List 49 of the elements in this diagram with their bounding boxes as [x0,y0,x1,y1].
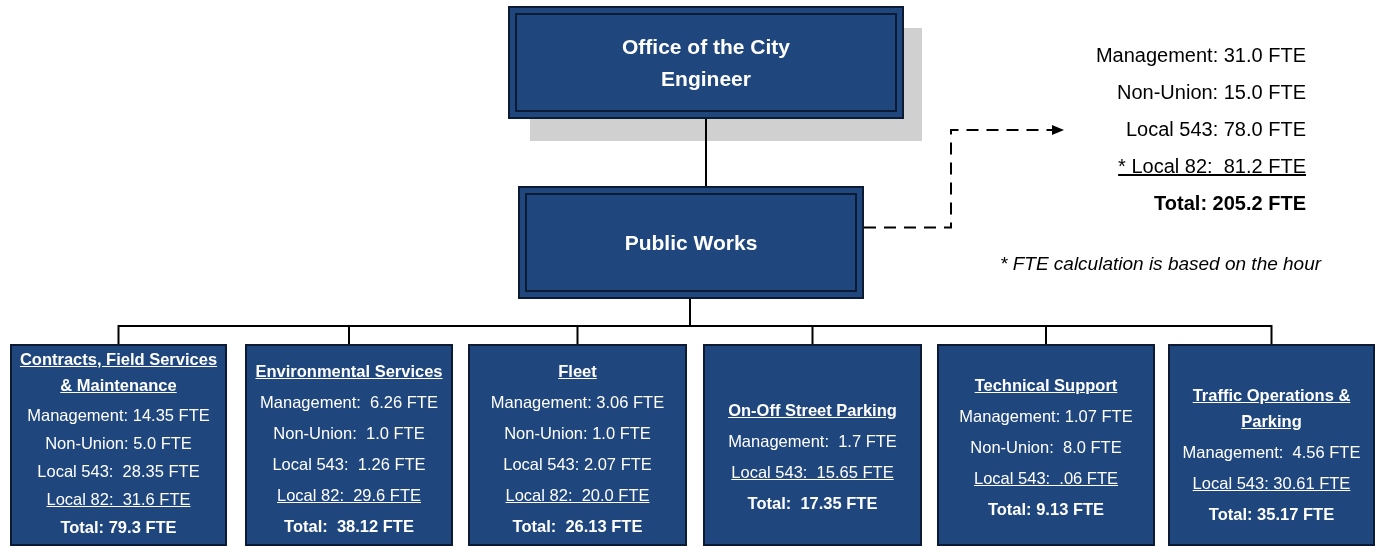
total-fte: Total: 26.13 FTE [512,516,643,537]
connector-line [705,118,707,187]
fte-line: Non-Union: 1.0 FTE [273,423,425,444]
fte-line: Local 543: 78.0 FTE [1124,117,1306,142]
fte-line: Local 82: 20.0 FTE [505,485,650,506]
fte-line: Local 543: 2.07 FTE [503,454,652,475]
division-title: Fleet [557,361,598,382]
fte-line: Local 82: 31.6 FTE [46,489,191,510]
fte-line: Non-Union: 15.0 FTE [1116,80,1306,105]
org-unit-box [518,186,864,299]
fte-line: Management: 14.35 FTE [27,405,210,426]
fte-line: Management: 3.06 FTE [490,392,665,413]
total-fte: Total: 79.3 FTE [60,517,177,538]
footnote: * FTE calculation is based on the hour [1000,253,1322,275]
total-fte: Total: 17.35 FTE [747,493,878,514]
division-box [245,344,453,546]
fte-line: Management: 1.07 FTE [959,406,1133,427]
fte-line: Management: 31.0 FTE [1094,43,1306,68]
total-fte: Total: 38.12 FTE [284,516,414,537]
fte-line: Local 543: .06 FTE [974,468,1118,489]
division-box [10,344,227,546]
fte-line: Local 543: 15.65 FTE [731,462,894,483]
fte-line: Management: 6.26 FTE [260,392,438,413]
division-title: Technical Support [973,375,1119,396]
fte-line: Non-Union: 1.0 FTE [504,423,651,444]
unit-title: Public Works [623,229,759,256]
fte-line: Local 543: 30.61 FTE [1192,473,1351,494]
division-box [1168,344,1375,546]
fte-line: Local 543: 28.35 FTE [37,461,200,482]
division-title: Traffic Operations & Parking [1191,385,1352,432]
division-box [937,344,1155,546]
fte-line: * Local 82: 81.2 FTE [1117,154,1306,179]
fte-line: Management: 4.56 FTE [1182,442,1361,463]
dashed-arrow [863,125,1064,229]
org-unit-box [508,6,904,119]
fte-line: Non-Union: 8.0 FTE [970,437,1122,458]
fte-line: Non-Union: 5.0 FTE [45,433,192,454]
division-title: Environmental Services [254,361,444,382]
fte-line: Local 82: 29.6 FTE [277,485,421,506]
division-box [468,344,687,546]
total-fte: Total: 35.17 FTE [1208,504,1335,525]
division-title: Contracts, Field Services & Maintenance [18,349,219,396]
unit-title: Office of the City Engineer [621,33,791,92]
division-title: On-Off Street Parking [727,400,898,421]
total-fte: Total: 205.2 FTE [1153,191,1306,216]
fte-line: Local 543: 1.26 FTE [272,454,426,475]
fte-line: Management: 1.7 FTE [728,431,897,452]
total-fte: Total: 9.13 FTE [987,499,1105,520]
division-box [703,344,922,546]
